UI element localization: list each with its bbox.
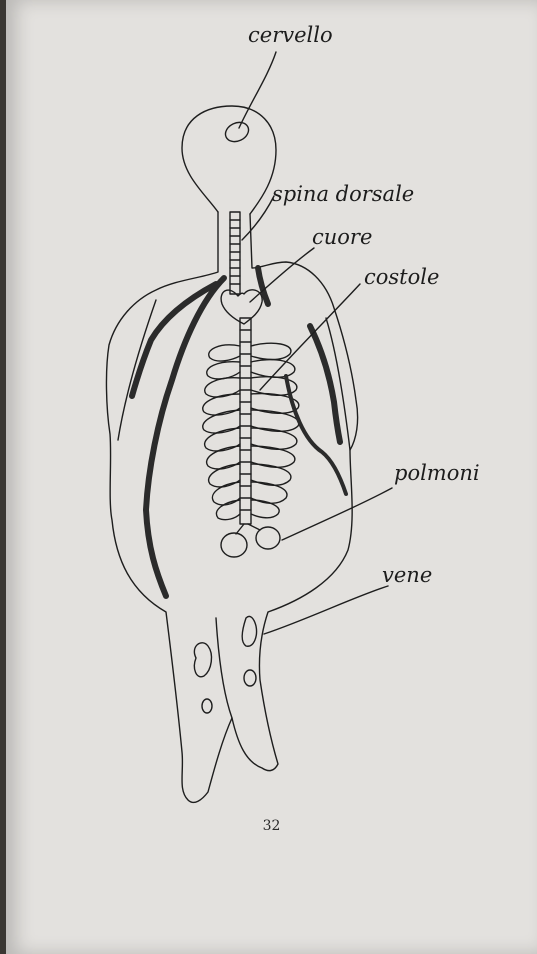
spine-neck-rungs — [230, 220, 240, 284]
vein-right-arm — [310, 326, 340, 442]
head-outline — [182, 106, 276, 214]
leader-polmoni — [282, 488, 392, 540]
ribs-left — [203, 345, 240, 520]
spine-torso — [240, 318, 251, 524]
label-cervello: cervello — [248, 23, 333, 47]
brain-shape — [222, 119, 251, 145]
leader-cervello — [239, 52, 276, 128]
heart-shape — [221, 290, 262, 324]
leg-organ-1 — [194, 643, 211, 677]
leg-organ-4 — [244, 670, 256, 686]
leader-costole — [260, 284, 360, 390]
spine-neck — [230, 212, 240, 294]
vein-right-upper — [258, 268, 268, 304]
page-number: 32 — [6, 818, 537, 834]
leg-divider — [216, 618, 232, 718]
leg-organ-3 — [242, 616, 256, 646]
spine-torso-rungs — [240, 330, 251, 510]
label-vene: vene — [382, 563, 432, 587]
book-page: cervello spina dorsale cuore costole pol… — [6, 0, 537, 954]
label-polmoni: polmoni — [394, 461, 480, 485]
label-spina-dorsale: spina dorsale — [272, 182, 414, 206]
label-cuore: cuore — [312, 225, 372, 249]
label-costole: costole — [364, 265, 439, 289]
leader-vene — [264, 586, 388, 634]
bronchi — [236, 524, 260, 534]
ribs-right — [251, 343, 299, 518]
lung-left — [221, 533, 247, 557]
anatomy-drawing: cervello spina dorsale cuore costole pol… — [6, 0, 537, 954]
leg-organ-2 — [202, 699, 212, 713]
